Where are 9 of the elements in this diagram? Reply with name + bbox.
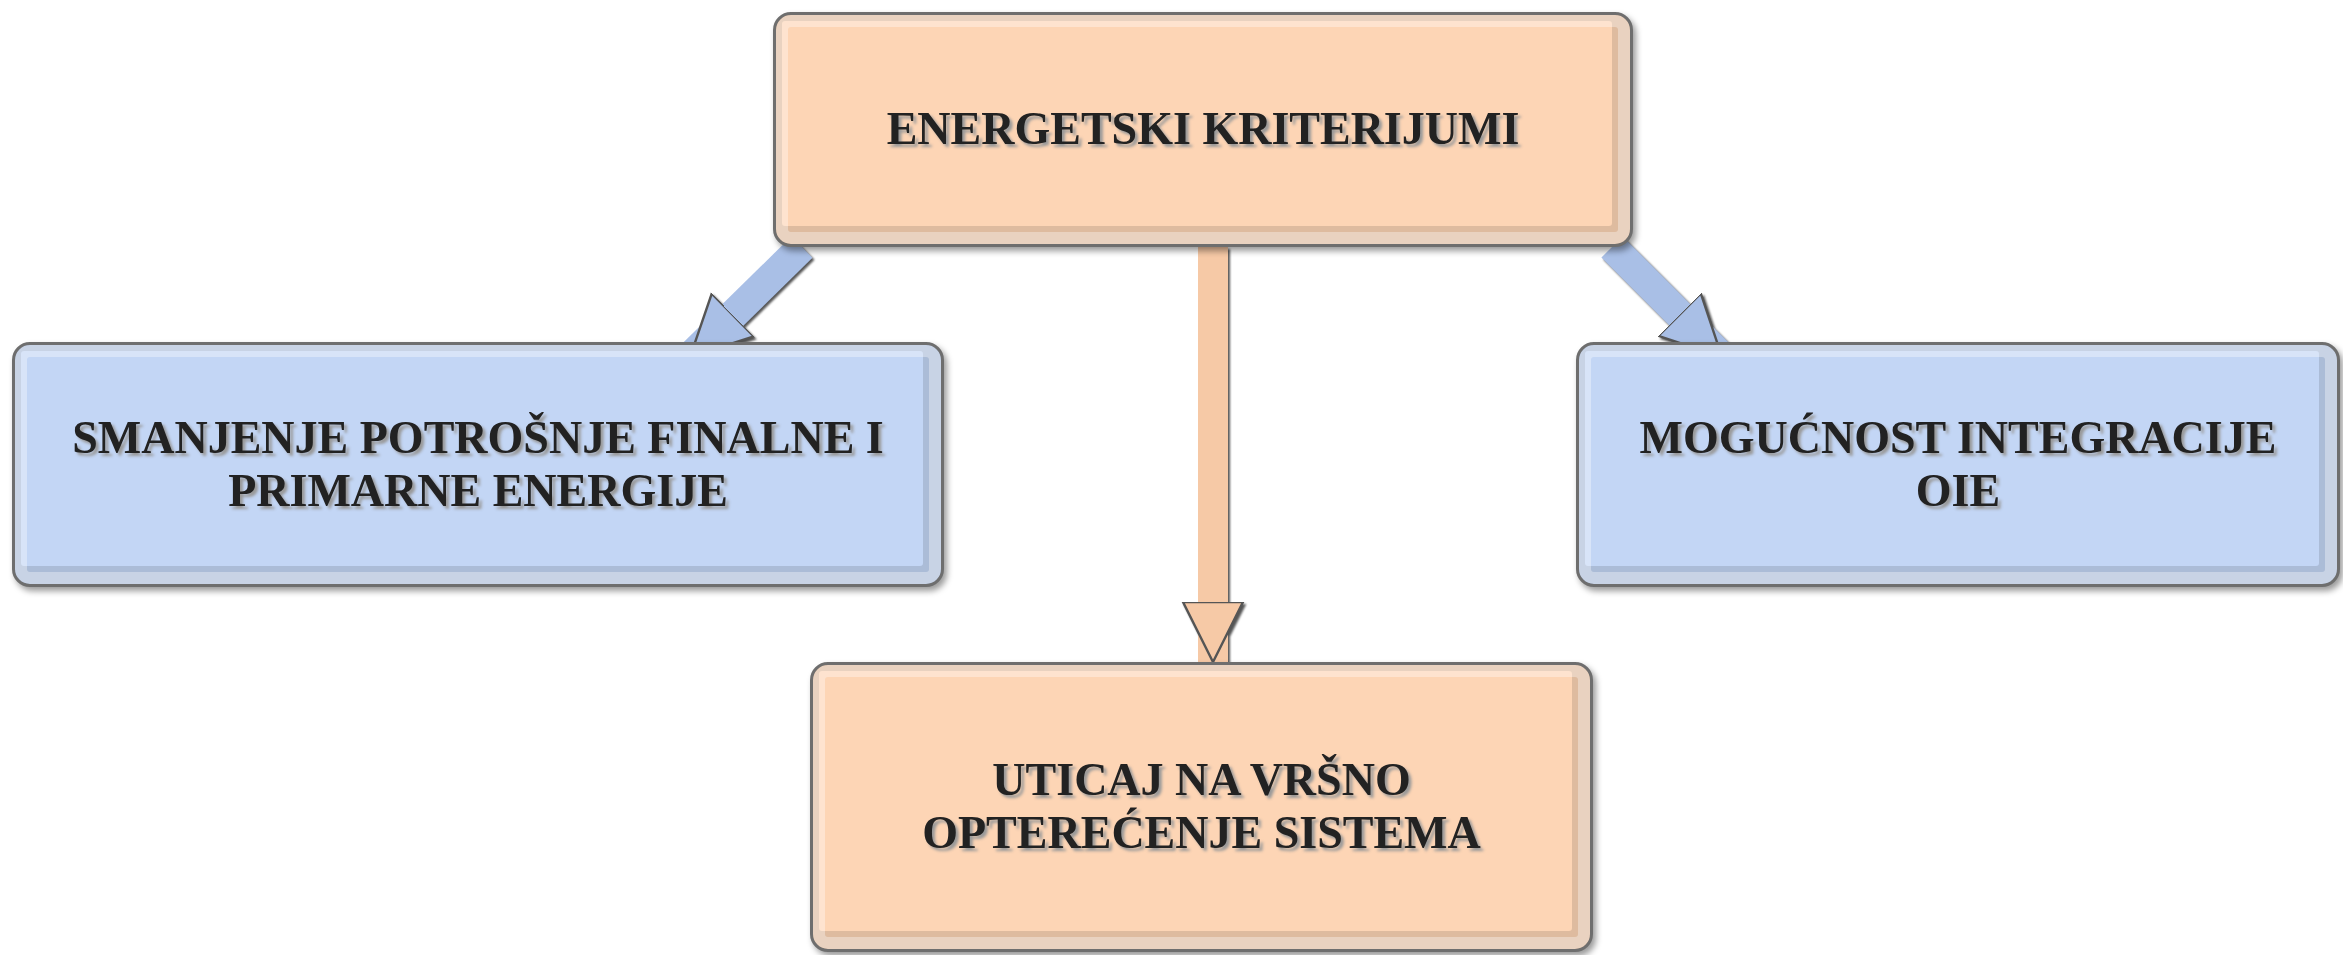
text-box [1576, 342, 2340, 587]
block-arrow [1181, 247, 1245, 664]
text-box [773, 12, 1633, 247]
box-label: MOGUĆNOST INTEGRACIJE OIE [1638, 411, 2278, 518]
text-box [810, 662, 1593, 952]
box-label: SMANJENJE POTROŠNJE FINALNE I PRIMARNE ENERGIJE [71, 411, 885, 518]
text-box [12, 342, 944, 587]
box-label: UTICAJ NA VRŠNO OPTEREĆENJE SISTEMA [921, 754, 1482, 860]
box-label: ENERGETSKI KRITERIJUMI [886, 103, 1520, 156]
